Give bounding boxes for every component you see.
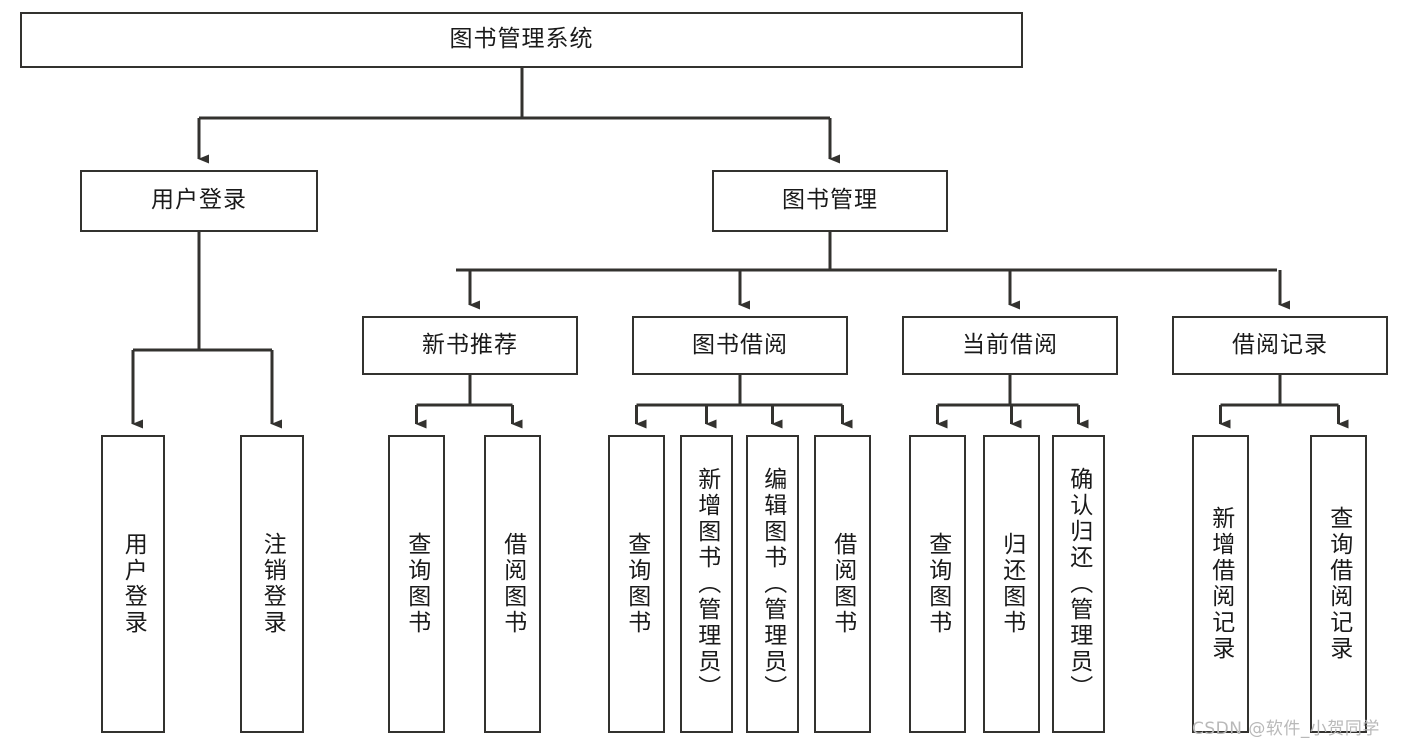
node-leaf-edit-book-admin[interactable]: 编辑图书（管理员）: [746, 435, 799, 733]
node-user-login[interactable]: 用户登录: [80, 170, 318, 232]
node-label: 借阅图书: [499, 532, 526, 636]
node-label: 借阅记录: [1232, 331, 1328, 358]
node-leaf-query-book-3[interactable]: 查询图书: [909, 435, 966, 733]
node-label: 编辑图书（管理员）: [759, 467, 786, 701]
node-book-manage[interactable]: 图书管理: [712, 170, 948, 232]
node-leaf-query-book-2[interactable]: 查询图书: [608, 435, 665, 733]
node-label: 新增借阅记录: [1207, 506, 1234, 662]
node-label: 新增图书（管理员）: [693, 467, 720, 701]
node-label: 查询借阅记录: [1325, 506, 1352, 662]
node-leaf-user-logout[interactable]: 注销登录: [240, 435, 304, 733]
node-new-book-recommend[interactable]: 新书推荐: [362, 316, 578, 375]
node-label: 查询图书: [623, 532, 650, 636]
node-leaf-add-book-admin[interactable]: 新增图书（管理员）: [680, 435, 733, 733]
node-current-borrow[interactable]: 当前借阅: [902, 316, 1118, 375]
node-label: 确认归还（管理员）: [1065, 467, 1092, 701]
node-book-borrow[interactable]: 图书借阅: [632, 316, 848, 375]
node-leaf-query-book-1[interactable]: 查询图书: [388, 435, 445, 733]
node-label: 归还图书: [998, 532, 1025, 636]
node-leaf-confirm-return-admin[interactable]: 确认归还（管理员）: [1052, 435, 1105, 733]
node-label: 查询图书: [924, 532, 951, 636]
node-label: 新书推荐: [422, 331, 518, 358]
node-leaf-return-book[interactable]: 归还图书: [983, 435, 1040, 733]
node-leaf-query-borrow-record[interactable]: 查询借阅记录: [1310, 435, 1367, 733]
node-label: 图书管理系统: [449, 26, 594, 53]
node-label: 图书借阅: [692, 331, 788, 358]
node-leaf-borrow-book-2[interactable]: 借阅图书: [814, 435, 871, 733]
node-leaf-add-borrow-record[interactable]: 新增借阅记录: [1192, 435, 1249, 733]
node-borrow-record[interactable]: 借阅记录: [1172, 316, 1388, 375]
node-label: 图书管理: [782, 187, 878, 214]
node-leaf-user-login[interactable]: 用户登录: [101, 435, 165, 733]
node-label: 当前借阅: [962, 331, 1058, 358]
node-label: 借阅图书: [829, 532, 856, 636]
node-leaf-borrow-book-1[interactable]: 借阅图书: [484, 435, 541, 733]
node-root[interactable]: 图书管理系统: [20, 12, 1023, 68]
node-label: 注销登录: [259, 532, 286, 636]
node-label: 查询图书: [403, 532, 430, 636]
node-label: 用户登录: [120, 532, 147, 636]
node-label: 用户登录: [151, 187, 247, 214]
